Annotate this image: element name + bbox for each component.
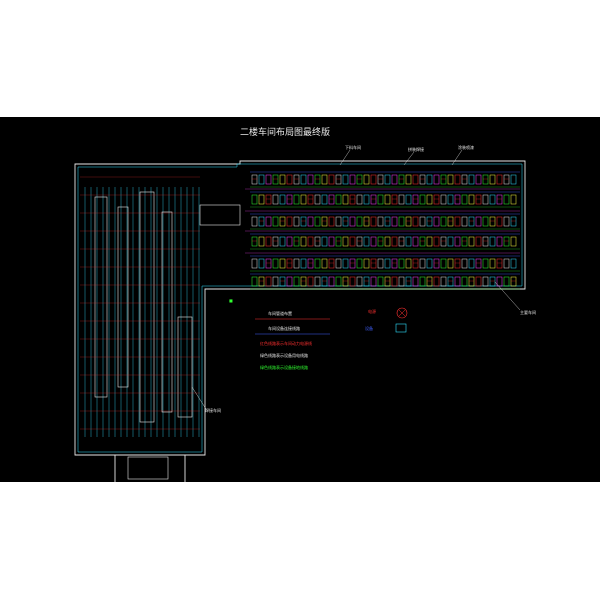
legend-note-red: 红色线路表示车间动力电源线 <box>260 340 312 346</box>
left-wing-equipment <box>80 176 241 480</box>
legend-note-white: 绿色线路表示设备用电线路 <box>260 352 308 358</box>
symbols: 电源 设备 <box>365 307 408 333</box>
area-label-upper-mid: 拼装焊接 <box>408 146 424 152</box>
legend: 车间管道布置 车间设备连接线路 红色线路表示车间动力电源线 绿色线路表示设备用电… <box>255 310 330 370</box>
area-label-right-bottom: 主要车间 <box>520 309 536 315</box>
svg-text:■: ■ <box>229 298 233 303</box>
legend-line1: 车间管道布置 <box>268 310 292 316</box>
machine-rows <box>245 171 520 290</box>
drawing-title: 二楼车间布局图最终版 <box>240 126 330 138</box>
symbol-red-label: 电源 <box>368 308 376 314</box>
area-label-upper-right: 涂装喷漆 <box>458 144 474 150</box>
symbol-blue-label: 设备 <box>365 325 373 331</box>
area-label-left-wing: 焊接车间 <box>205 407 221 413</box>
legend-line2: 车间设备连接线路 <box>268 325 300 331</box>
blue-box-icon <box>395 323 407 333</box>
legend-note-green: 绿色线路表示设备接地线路 <box>260 364 308 370</box>
cad-drawing-canvas: 二楼车间布局图最终版 下料车间 拼装焊接 涂装喷漆 焊接车间 主要车间 车间管道… <box>0 117 600 482</box>
red-circle-icon <box>396 307 408 319</box>
floor-plan: 二楼车间布局图最终版 下料车间 拼装焊接 涂装喷漆 焊接车间 主要车间 车间管道… <box>74 126 536 482</box>
building-outline <box>74 160 526 482</box>
area-label-upper-left: 下料车间 <box>345 144 361 150</box>
